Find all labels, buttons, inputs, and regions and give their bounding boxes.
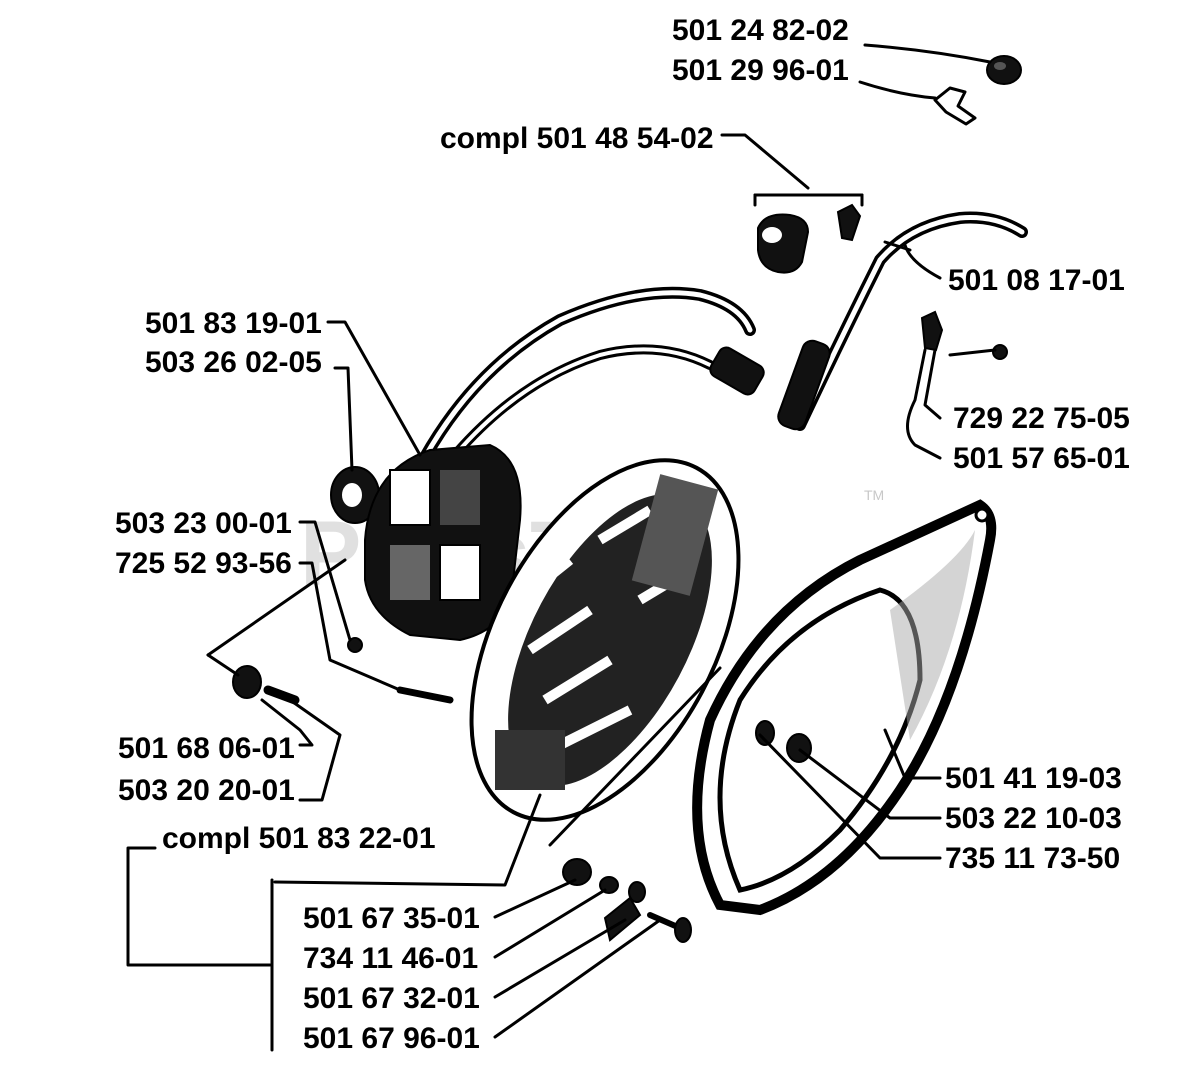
part-ht-lead xyxy=(777,211,1028,431)
label-501-29-96-01: 501 29 96-01 xyxy=(672,54,849,87)
label-501-57-65-01: 501 57 65-01 xyxy=(953,442,1130,475)
label-compl-501-83-22-01: compl 501 83 22-01 xyxy=(162,822,436,855)
label-compl-501-48-54-02: compl 501 48 54-02 xyxy=(440,122,714,155)
label-725-52-93-56: 725 52 93-56 xyxy=(115,547,292,580)
label-501-67-96-01: 501 67 96-01 xyxy=(303,1022,480,1055)
label-501-83-19-01: 501 83 19-01 xyxy=(145,307,322,340)
part-small-hardware xyxy=(562,858,692,943)
label-503-26-02-05: 503 26 02-05 xyxy=(145,346,322,379)
part-bracket-top xyxy=(933,86,977,126)
part-clip xyxy=(920,310,1008,360)
label-503-23-00-01: 503 23 00-01 xyxy=(115,507,292,540)
part-module-wires xyxy=(412,286,765,476)
label-501-67-32-01: 501 67 32-01 xyxy=(303,982,480,1015)
label-501-24-82-02: 501 24 82-02 xyxy=(672,14,849,47)
part-nut-top xyxy=(986,55,1022,85)
label-729-22-75-05: 729 22 75-05 xyxy=(953,402,1130,435)
part-flywheel xyxy=(469,458,741,822)
part-ignition-module xyxy=(364,443,522,642)
part-spacer-screw xyxy=(232,665,300,705)
label-503-22-10-03: 503 22 10-03 xyxy=(945,802,1122,835)
label-501-41-19-03: 501 41 19-03 xyxy=(945,762,1122,795)
part-plug-cap xyxy=(757,203,862,274)
watermark-trademark: TM xyxy=(864,487,884,503)
part-grommet xyxy=(330,466,380,524)
part-module-screws xyxy=(347,637,454,704)
label-734-11-46-01: 734 11 46-01 xyxy=(303,942,478,975)
label-501-67-35-01: 501 67 35-01 xyxy=(303,902,480,935)
label-503-20-20-01: 503 20 20-01 xyxy=(118,774,295,807)
leader-lines xyxy=(126,43,997,1052)
label-501-68-06-01: 501 68 06-01 xyxy=(118,732,295,765)
label-501-08-17-01: 501 08 17-01 xyxy=(948,264,1125,297)
part-starter-cover xyxy=(692,499,997,916)
label-735-11-73-50: 735 11 73-50 xyxy=(945,842,1120,875)
